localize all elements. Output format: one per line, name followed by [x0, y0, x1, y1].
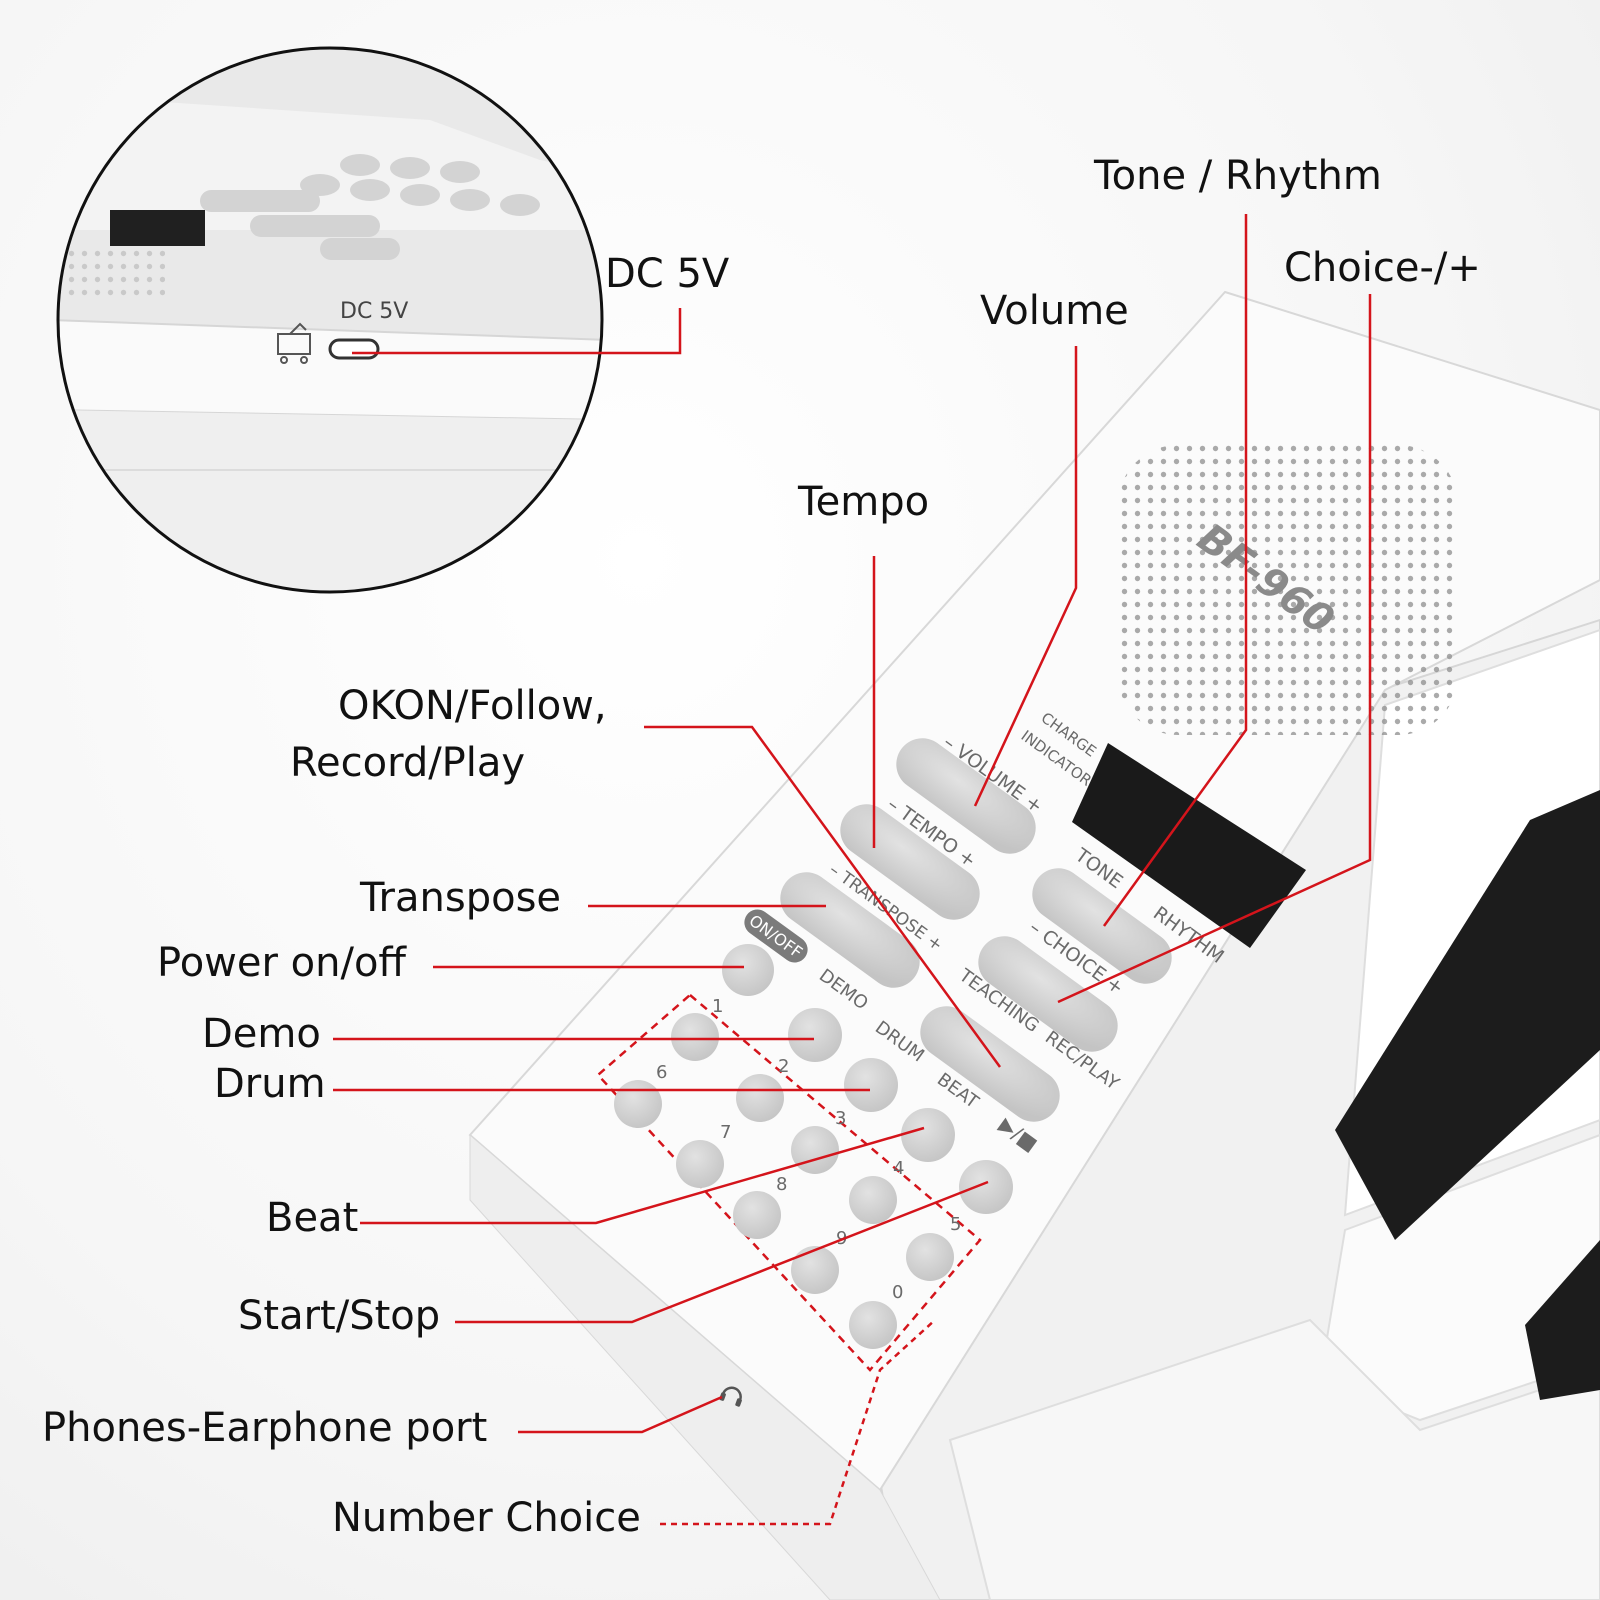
number-key-label: 3: [835, 1108, 846, 1129]
number-key-label: 4: [893, 1158, 904, 1179]
callout-tone-rhythm: Tone / Rhythm: [1094, 153, 1382, 199]
choice-leader: [1057, 294, 1372, 1004]
callout-okon-follow: OKON/Follow,: [338, 683, 607, 729]
number-key-label: 0: [892, 1282, 903, 1303]
start-stop-button[interactable]: [959, 1160, 1013, 1214]
callout-drum: Drum: [214, 1061, 326, 1107]
dc-port-label: DC 5V: [340, 299, 408, 324]
callout-choice: Choice-/+: [1284, 245, 1481, 291]
speaker-grill: [1118, 445, 1458, 735]
white-key[interactable]: [948, 1318, 1600, 1600]
number-key[interactable]: [849, 1176, 897, 1224]
volume-leader: [973, 346, 1078, 807]
tone-rhythm-leader: [1102, 214, 1248, 927]
leader-lines: [333, 214, 1372, 1526]
lcd-screen: [1072, 743, 1306, 948]
number-key[interactable]: [614, 1080, 662, 1128]
keyboard-body: BF-960 CHARGE INDICATOR – VOLUME + – TEM…: [468, 290, 1600, 1600]
callout-dc5v: DC 5V: [605, 251, 730, 297]
number-key-label: 1: [712, 996, 723, 1017]
start-stop-leader: [455, 1180, 989, 1324]
number-key-label: 6: [656, 1062, 667, 1083]
number-key-label: 8: [776, 1174, 787, 1195]
number-key[interactable]: [791, 1126, 839, 1174]
transpose-button[interactable]: [770, 862, 930, 998]
number-key-label: 7: [720, 1122, 731, 1143]
callout-beat: Beat: [266, 1195, 359, 1241]
black-key[interactable]: [1525, 1240, 1600, 1400]
tone-rhythm-button[interactable]: [1022, 858, 1182, 994]
number-key[interactable]: [906, 1233, 954, 1281]
beat-button[interactable]: [901, 1108, 955, 1162]
choice-button[interactable]: [968, 926, 1128, 1062]
number-key[interactable]: [791, 1246, 839, 1294]
callout-power: Power on/off: [157, 940, 406, 986]
charging-icon: [277, 322, 311, 364]
callout-tempo: Tempo: [798, 479, 930, 525]
number-key[interactable]: [676, 1140, 724, 1188]
number-key[interactable]: [736, 1074, 784, 1122]
callout-volume: Volume: [980, 288, 1129, 334]
callout-record-play: Record/Play: [290, 740, 526, 786]
number-key-label: 5: [950, 1214, 961, 1235]
dc-port-inset: DC 5V: [56, 46, 604, 594]
callout-phones: Phones-Earphone port: [42, 1405, 488, 1451]
drum-button[interactable]: [844, 1058, 898, 1112]
number-keypad-outline: [596, 993, 982, 1372]
callout-start-stop: Start/Stop: [238, 1293, 441, 1339]
beat-leader: [360, 1126, 925, 1225]
number-key[interactable]: [849, 1301, 897, 1349]
number-key-label: 2: [778, 1056, 789, 1077]
callout-transpose: Transpose: [360, 875, 562, 921]
okon-leader: [644, 725, 1002, 1068]
piano-keys: [878, 618, 1600, 1600]
number-keypad: 1 2 3 4 5 6 7 8 9 0: [596, 993, 982, 1372]
demo-button[interactable]: [788, 1008, 842, 1062]
phones-leader: [518, 1395, 723, 1434]
callout-number-choice: Number Choice: [332, 1495, 641, 1541]
number-key[interactable]: [671, 1013, 719, 1061]
black-key[interactable]: [1335, 790, 1600, 1240]
usb-c-port[interactable]: [328, 338, 380, 360]
callout-demo: Demo: [202, 1011, 321, 1057]
number-key[interactable]: [733, 1191, 781, 1239]
dc5v-leader: [352, 308, 682, 355]
power-button[interactable]: [722, 944, 774, 996]
volume-button[interactable]: [886, 728, 1046, 864]
teaching-rec-play-button[interactable]: [910, 996, 1070, 1132]
